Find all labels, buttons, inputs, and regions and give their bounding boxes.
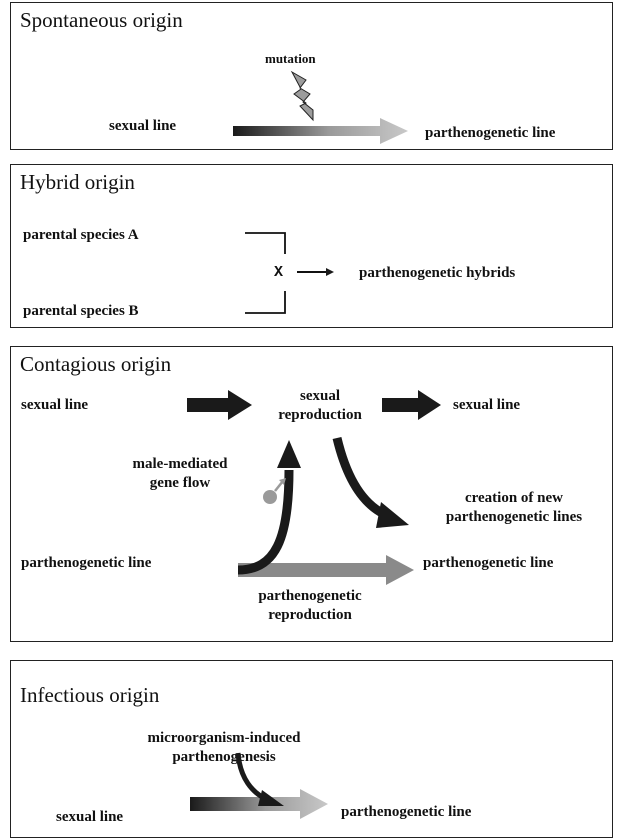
- microorganism-label: microorganism-induced parthenogenesis: [129, 729, 319, 767]
- panel-hybrid-origin: Hybrid origin parental species A parenta…: [10, 164, 613, 328]
- panel-title: Hybrid origin: [20, 170, 135, 194]
- gene-flow-line-1: male-mediated: [132, 456, 228, 472]
- parental-species-b-label: parental species B: [23, 303, 139, 319]
- new-lines-arrowhead: [376, 502, 409, 528]
- hybrid-bracket-top: [245, 232, 286, 254]
- panel-contagious-origin: Contagious origin sexual line sexual rep…: [10, 346, 613, 642]
- sexual-line-label: sexual line: [109, 118, 177, 134]
- new-lines-line-1: creation of new: [464, 490, 564, 506]
- parthenogenetic-line-label: parthenogenetic line: [425, 125, 556, 141]
- new-lines-line-2: parthenogenetic lines: [445, 509, 583, 525]
- mutation-label: mutation: [265, 51, 316, 66]
- spontaneous-arrow: [233, 118, 408, 144]
- sexual-reproduction-line-1: sexual: [299, 388, 340, 404]
- parthenogenetic-line-in-label: parthenogenetic line: [21, 555, 152, 571]
- sexual-line-in-label: sexual line: [21, 397, 89, 413]
- sexual-out-arrow: [382, 390, 441, 420]
- male-symbol-icon: [263, 478, 286, 504]
- gene-flow-label: male-mediated gene flow: [115, 455, 245, 493]
- cross-symbol: X: [274, 264, 284, 281]
- parental-species-a-label: parental species A: [23, 227, 139, 243]
- parthenogenetic-hybrids-label: parthenogenetic hybrids: [359, 265, 516, 281]
- sexual-reproduction-line-2: reproduction: [278, 407, 362, 423]
- parthenogenetic-reproduction-line-1: parthenogenetic: [258, 588, 362, 604]
- panel-spontaneous-origin: Spontaneous origin mutation sexual line …: [10, 2, 613, 150]
- new-lines-curved-arrow: [332, 436, 389, 520]
- infectious-arrowhead: [258, 790, 284, 806]
- sexual-reproduction-label: sexual reproduction: [255, 387, 385, 425]
- panel-title: Infectious origin: [20, 683, 160, 707]
- new-lines-label: creation of new parthenogenetic lines: [419, 489, 609, 527]
- parthenogenetic-line-out-label: parthenogenetic line: [423, 555, 554, 571]
- gene-flow-line-2: gene flow: [149, 475, 211, 491]
- parthenogenetic-reproduction-label: parthenogenetic reproduction: [235, 587, 385, 625]
- sexual-line-label: sexual line: [56, 809, 124, 825]
- panel-title: Contagious origin: [20, 352, 172, 376]
- gene-flow-curved-arrow: [237, 469, 294, 575]
- parthenogenetic-line-label: parthenogenetic line: [341, 804, 472, 820]
- microorganism-line-1: microorganism-induced: [147, 730, 301, 746]
- sexual-line-out-label: sexual line: [453, 397, 521, 413]
- parthenogenetic-reproduction-line-2: reproduction: [268, 607, 352, 623]
- parthenogenetic-arrow: [238, 555, 414, 585]
- gene-flow-arrowhead: [277, 440, 301, 468]
- hybrid-bracket-bottom: [245, 291, 286, 314]
- panel-title: Spontaneous origin: [20, 8, 183, 32]
- sexual-in-arrow: [187, 390, 252, 420]
- microorganism-line-2: parthenogenesis: [172, 749, 276, 765]
- lightning-bolt-icon: [290, 70, 314, 122]
